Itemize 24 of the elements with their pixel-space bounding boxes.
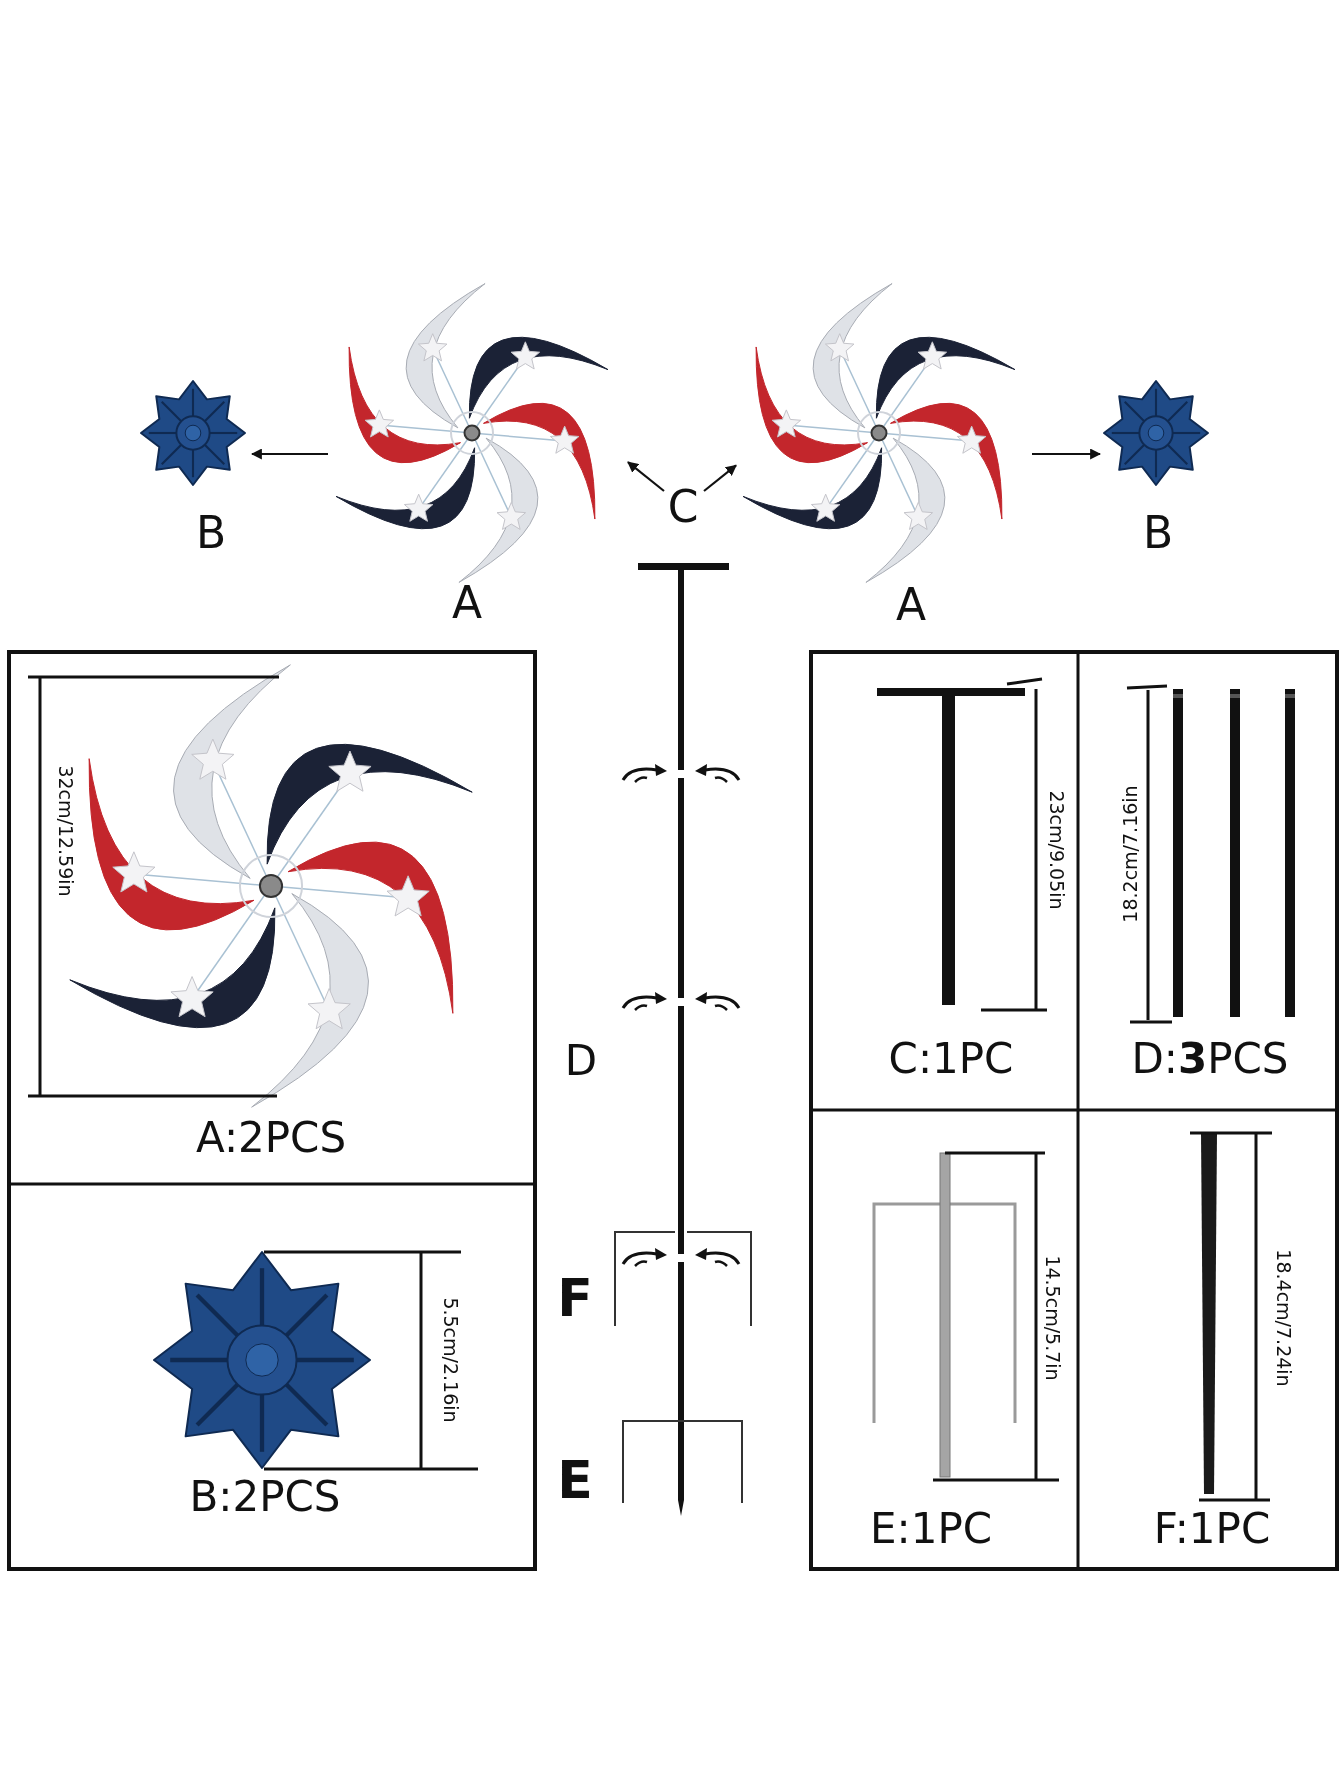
dimension-text: 23cm/9.05in	[1046, 790, 1066, 910]
part-letter: A	[895, 583, 927, 627]
part-quantity: A:2PCS	[195, 1117, 347, 1159]
dimension-text: 18.2cm/7.16in	[1120, 785, 1140, 923]
part-letter: D	[564, 1040, 598, 1082]
part-letter: B	[1142, 511, 1174, 555]
arrow	[703, 464, 737, 492]
arrow	[627, 461, 665, 492]
part-quantity: E:1PC	[869, 1508, 993, 1550]
part-letter: E	[557, 1454, 593, 1506]
part-quantity: C:1PC	[888, 1038, 1014, 1080]
arrow	[1032, 448, 1102, 460]
part-letter: B	[195, 511, 227, 555]
part-letter: F	[557, 1272, 593, 1324]
part-letter: C	[667, 485, 699, 529]
dimension-text: 14.5cm/5.7in	[1042, 1255, 1062, 1381]
part-quantity: D:3PCS	[1131, 1038, 1289, 1080]
part-quantity: F:1PC	[1153, 1508, 1271, 1550]
part-quantity: B:2PCS	[189, 1476, 341, 1518]
dimension-text: 5.5cm/2.16in	[440, 1297, 460, 1423]
dimension-text: 18.4cm/7.24in	[1273, 1249, 1293, 1387]
part-letter: A	[451, 581, 483, 625]
dimension-text: 32cm/12.59in	[55, 765, 75, 897]
arrow	[250, 448, 328, 460]
